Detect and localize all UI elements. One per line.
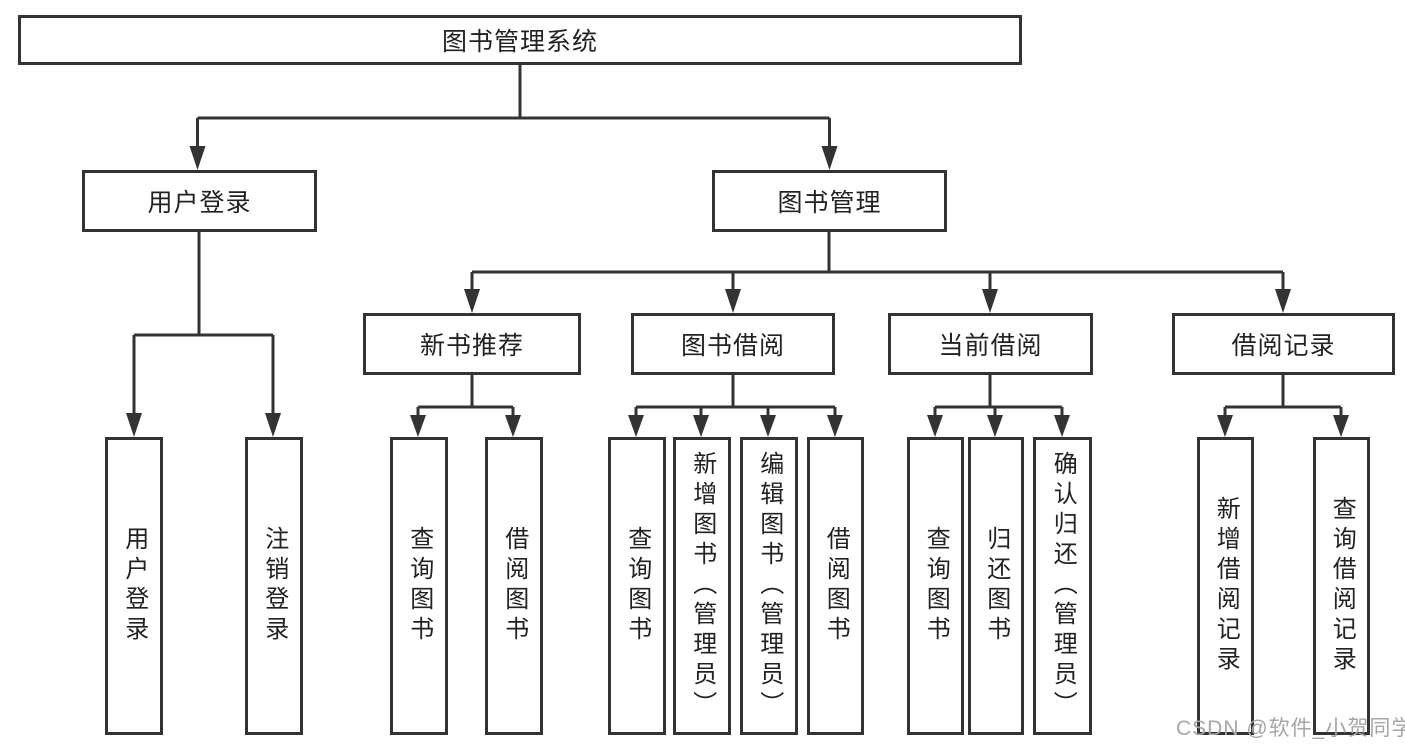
node-label: 编辑图书（管理员） (755, 451, 783, 721)
node-label: 用户登录 (120, 526, 148, 646)
arrowhead-icon (126, 413, 142, 437)
node-label: 查询图书 (405, 526, 433, 646)
arrowhead-icon (464, 289, 480, 313)
node-label: 新增图书（管理员） (688, 451, 716, 721)
node-label: 借阅图书 (822, 526, 850, 646)
node-current-borrow: 当前借阅 (888, 313, 1093, 375)
node-label: 借阅图书 (500, 526, 528, 646)
arrowhead-icon (265, 413, 281, 437)
node-label: 查询图书 (922, 526, 950, 646)
leaf-add-books-admin: 新增图书（管理员） (673, 437, 731, 735)
node-new-book-recommend: 新书推荐 (363, 313, 581, 375)
arrowhead-icon (693, 415, 709, 437)
csdn-watermark: CSDN @软件_小贺同学 (1176, 717, 1405, 740)
arrowhead-icon (927, 415, 943, 437)
node-label: 图书管理 (777, 189, 882, 217)
arrowhead-icon (1275, 289, 1291, 313)
node-label: 查询借阅记录 (1328, 496, 1356, 676)
arrowhead-icon (1333, 415, 1349, 437)
arrowhead-icon (505, 415, 521, 437)
leaf-add-borrow-record: 新增借阅记录 (1197, 437, 1254, 735)
leaf-return-books: 归还图书 (968, 437, 1024, 735)
node-label: 归还图书 (982, 526, 1010, 646)
node-system-root: 图书管理系统 (18, 15, 1022, 65)
node-label: 新增借阅记录 (1212, 496, 1240, 676)
node-label: 确认归还（管理员） (1049, 451, 1077, 721)
arrowhead-icon (982, 289, 998, 313)
node-user-login: 用户登录 (82, 170, 317, 232)
arrowhead-icon (410, 415, 426, 437)
leaf-query-books-borrow: 查询图书 (608, 437, 666, 735)
node-book-management: 图书管理 (712, 170, 947, 232)
leaf-query-books-recommend: 查询图书 (390, 437, 448, 735)
leaf-edit-books-admin: 编辑图书（管理员） (740, 437, 798, 735)
node-label: 图书借阅 (680, 332, 785, 360)
leaf-query-books-current: 查询图书 (907, 437, 964, 735)
node-label: 图书管理系统 (441, 28, 598, 56)
leaf-logout: 注销登录 (245, 437, 303, 735)
arrowhead-icon (821, 146, 838, 170)
leaf-borrow-books-recommend: 借阅图书 (485, 437, 543, 735)
leaf-user-login: 用户登录 (105, 437, 163, 735)
arrowhead-icon (628, 415, 644, 437)
node-label: 当前借阅 (938, 332, 1043, 360)
node-borrow-records: 借阅记录 (1172, 313, 1395, 375)
arrowhead-icon (827, 415, 843, 437)
arrowhead-icon (189, 146, 206, 170)
leaf-borrow-books: 借阅图书 (807, 437, 864, 735)
leaf-confirm-return-admin: 确认归还（管理员） (1033, 437, 1092, 735)
arrowhead-icon (725, 289, 741, 313)
arrowhead-icon (1217, 415, 1233, 437)
leaf-query-borrow-record: 查询借阅记录 (1313, 437, 1370, 735)
arrowhead-icon (1054, 415, 1070, 437)
arrowhead-icon (987, 415, 1003, 437)
node-book-borrow: 图书借阅 (631, 313, 835, 375)
node-label: 查询图书 (623, 526, 651, 646)
node-label: 借阅记录 (1231, 332, 1336, 360)
node-label: 注销登录 (260, 526, 288, 646)
node-label: 用户登录 (147, 189, 252, 217)
node-label: 新书推荐 (419, 332, 524, 360)
arrowhead-icon (760, 415, 776, 437)
